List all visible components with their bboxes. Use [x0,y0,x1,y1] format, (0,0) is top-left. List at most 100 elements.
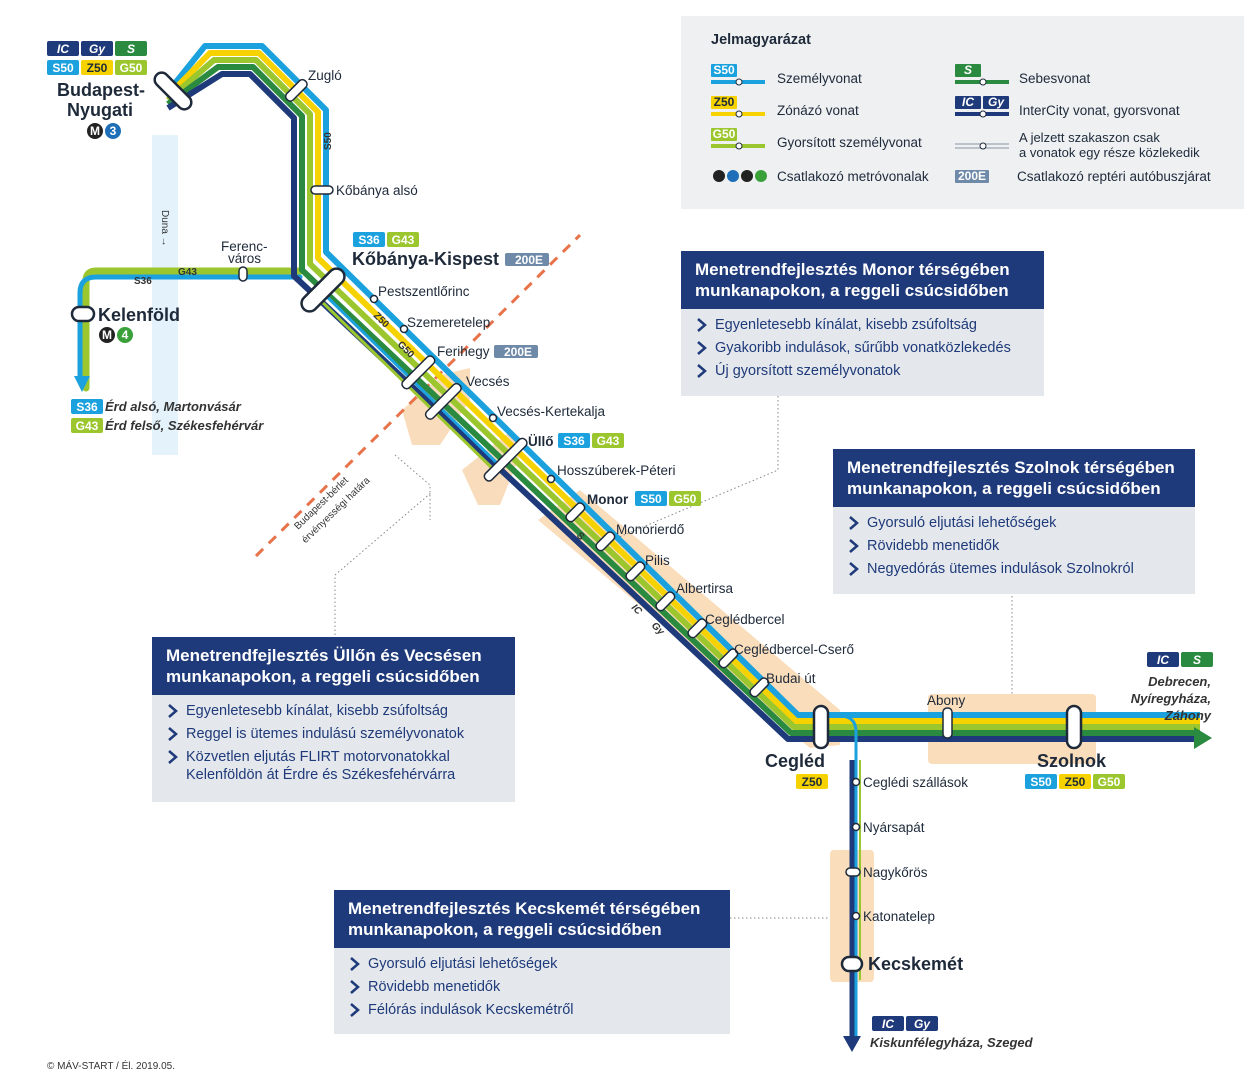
svg-text:Monorierdő: Monorierdő [616,522,684,537]
panel-monor: Menetrendfejlesztés Monor térségében mun… [681,251,1044,396]
list-item: Gyorsuló eljutási lehetőségek [847,514,1134,532]
list-item: Egyenletesebb kínálat, kisebb zsúfoltság [166,702,464,720]
svg-text:200E: 200E [504,345,532,359]
station-markers [238,78,953,877]
station-ullo: Üllő [528,434,554,449]
svg-text:IC: IC [1157,653,1169,667]
list-item: Rövidebb menetidők [348,978,574,996]
legend-metro: Csatlakozó metróvonalak [777,169,929,184]
panel-monor-header: Menetrendfejlesztés Monor térségében mun… [681,251,1044,309]
panel-szolnok-header: Menetrendfejlesztés Szolnok térségében m… [833,449,1195,507]
svg-text:Gy: Gy [988,95,1005,109]
svg-text:G43: G43 [392,233,415,247]
svg-text:Szemeretelep: Szemeretelep [407,315,490,330]
legend-intercity: InterCity vonat, gyorsvonat [1019,103,1180,118]
svg-text:Nyíregyháza,: Nyíregyháza, [1131,691,1211,706]
validity-boundary-label: Budapest-bérlet érvényességi határa [290,464,373,546]
chevron-right-icon [697,341,707,355]
svg-text:S50: S50 [1030,775,1052,789]
copyright: © MÁV-START / Él. 2019.05. [47,1059,175,1072]
station-kecskemet: Kecskemét [868,954,963,974]
destination-labels: Érd alsó, Martonvásár Érd felső, Székesf… [105,399,1212,1050]
svg-text:Kiskunfélegyháza, Szeged: Kiskunfélegyháza, Szeged [870,1035,1034,1050]
svg-text:Vecsés: Vecsés [466,374,510,389]
svg-text:S36: S36 [563,434,585,448]
chevron-right-icon [350,1003,360,1017]
chevron-right-icon [168,704,178,718]
svg-text:S36: S36 [134,276,152,287]
szolnok-arrow [1194,727,1212,749]
trunk-route-labels: S50 Z50 G50 S IC Gy S36 G43 [134,132,666,638]
svg-text:G50: G50 [674,492,697,506]
svg-text:Katonatelep: Katonatelep [863,909,935,924]
legend-gyorsitott: Gyorsított személyvonat [777,135,922,150]
panel-szolnok: Menetrendfejlesztés Szolnok térségében m… [833,449,1195,594]
list-item: Közvetlen eljutás FLIRT motorvonatokkal [166,748,464,766]
legend-partial-2: a vonatok egy része közlekedik [1019,145,1200,160]
svg-text:200E: 200E [515,253,543,267]
panel-kecskemet-header: Menetrendfejlesztés Kecskemét térségében… [334,890,730,948]
station-budapest-nyugati: Budapest- [57,80,145,100]
list-item: Kelenföldön át Érdre és Székesfehérvárra [186,767,456,783]
svg-text:S: S [1193,653,1201,667]
svg-text:Ferenc-: Ferenc- [221,239,268,254]
panel-ullo-list: Egyenletesebb kínálat, kisebb zsúfoltság… [166,702,464,789]
svg-text:Z50: Z50 [714,95,735,109]
svg-text:Vecsés-Kertekalja: Vecsés-Kertekalja [497,404,606,419]
panel-ullo: Menetrendfejlesztés Üllőn és Vecsésen mu… [152,637,515,802]
svg-text:Kőbánya alsó: Kőbánya alsó [336,183,418,198]
svg-text:Pestszentlőrinc: Pestszentlőrinc [378,284,470,299]
list-item: Rövidebb menetidők [847,537,1134,555]
svg-text:Ceglédi szállások: Ceglédi szállások [863,775,968,790]
svg-text:S50: S50 [323,132,334,150]
svg-text:S36: S36 [358,233,380,247]
legend-box: Jelmagyarázat S50 Z50 G50 S IC Gy 200E S… [681,16,1244,209]
list-item: Félórás indulások Kecskemétről [348,1001,574,1019]
svg-text:Nagykőrös: Nagykőrös [863,865,928,880]
kelenfold-branch [77,267,304,392]
panel-kecskemet-list: Gyorsuló eljutási lehetőségek Rövidebb m… [348,955,574,1024]
chevron-right-icon [350,957,360,971]
danube-river [152,135,178,455]
svg-text:Gy: Gy [914,1017,931,1031]
list-item: Új gyorsított személyvonatok [695,362,1011,380]
svg-text:S50: S50 [52,61,74,75]
validity-boundary-line [254,233,582,558]
svg-text:Z50: Z50 [802,775,823,789]
svg-text:Zugló: Zugló [308,68,342,83]
svg-text:S: S [127,42,135,56]
legend-swatches: S50 Z50 G50 S IC Gy 200E [711,63,1009,183]
svg-text:Ceglédbercel-Cserő: Ceglédbercel-Cserő [734,642,854,657]
svg-text:G50: G50 [713,127,736,141]
svg-text:Hosszúberek-Péteri: Hosszúberek-Péteri [557,463,676,478]
chevron-right-icon [168,750,178,764]
panel-szolnok-list: Gyorsuló eljutási lehetőségek Rövidebb m… [847,514,1134,583]
svg-text:Érd felső, Székesfehérvár: Érd felső, Székesfehérvár [105,418,264,433]
svg-text:Albertirsa: Albertirsa [676,581,734,596]
svg-text:G43: G43 [76,419,99,433]
svg-text:IC: IC [962,95,974,109]
svg-text:Ceglédbercel: Ceglédbercel [705,612,785,627]
panel-ullo-header: Menetrendfejlesztés Üllőn és Vecsésen mu… [152,637,515,695]
svg-text:Érd alsó, Martonvásár: Érd alsó, Martonvásár [105,399,242,414]
svg-text:Abony: Abony [927,693,966,708]
list-item: Negyedórás ütemes indulások Szolnokról [847,560,1134,578]
svg-text:Nyársapát: Nyársapát [863,820,925,835]
svg-text:4: 4 [122,328,129,342]
station-labels: Budapest- Nyugati Zugló Kőbánya alsó Fer… [57,68,1107,974]
svg-text:Záhony: Záhony [1164,708,1212,723]
station-kobanya-kispest: Kőbánya-Kispest [352,249,499,269]
kecskemet-arrow [843,1036,861,1052]
chevron-right-icon [849,562,859,576]
svg-text:Z50: Z50 [87,61,108,75]
chevron-right-icon [168,727,178,741]
panel-kecskemet: Menetrendfejlesztés Kecskemét térségében… [334,890,730,1034]
route-badges: IC Gy S S50 Z50 G50 M 3 M 4 S36 G43 S36 … [47,41,1213,1031]
svg-text:S: S [964,63,972,77]
panel-connectors [334,396,1013,919]
danube-label: Duna → [159,210,170,247]
svg-text:G50: G50 [120,61,143,75]
svg-text:város: város [228,251,261,266]
list-item: Gyorsuló eljutási lehetőségek [348,955,574,973]
